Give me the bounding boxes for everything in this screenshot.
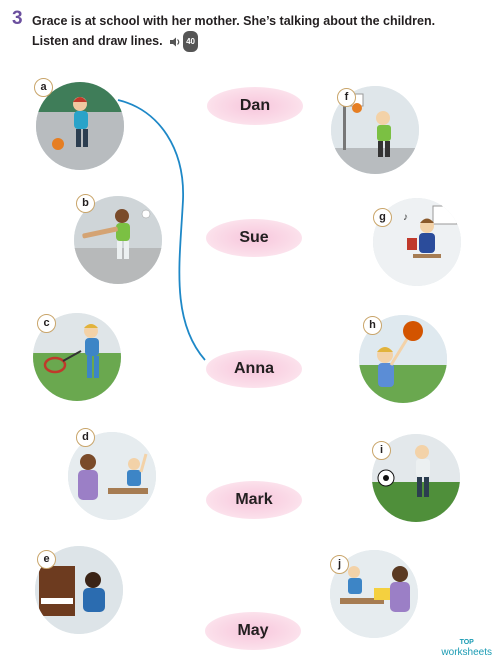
picture-label-c: c [37,314,56,333]
instructions: Grace is at school with her mother. She’… [32,12,462,52]
name-may[interactable]: May [205,612,301,650]
picture-label-d: d [76,428,95,447]
logo-worksheets: worksheets [441,647,492,658]
name-anna[interactable]: Anna [206,350,302,388]
exercise-number: 3 [12,8,23,29]
picture-label-b: b [76,194,95,213]
picture-label-h: h [363,316,382,335]
instruction-line-1: Grace is at school with her mother. She’… [32,14,436,28]
picture-a-basketball-girl[interactable] [36,82,124,170]
name-mark[interactable]: Mark [206,481,302,519]
svg-text:♪: ♪ [403,212,408,223]
picture-j-girl-reading[interactable] [330,550,418,638]
logo-top: TOP [459,639,474,646]
picture-label-j: j [330,555,349,574]
picture-label-i: i [372,441,391,460]
picture-label-a: a [34,78,53,97]
track-number: 40 [183,31,198,52]
picture-label-e: e [37,550,56,569]
audio-track-button[interactable]: 40 [169,31,198,52]
topworksheets-logo: TOP worksheets [441,638,492,658]
picture-label-g: g [373,208,392,227]
instruction-line-2: Listen and draw lines. [32,33,163,48]
speaker-icon [170,37,180,46]
name-sue[interactable]: Sue [206,219,302,257]
name-dan[interactable]: Dan [207,87,303,125]
picture-i-football-boy[interactable] [372,434,460,522]
picture-label-f: f [337,88,356,107]
